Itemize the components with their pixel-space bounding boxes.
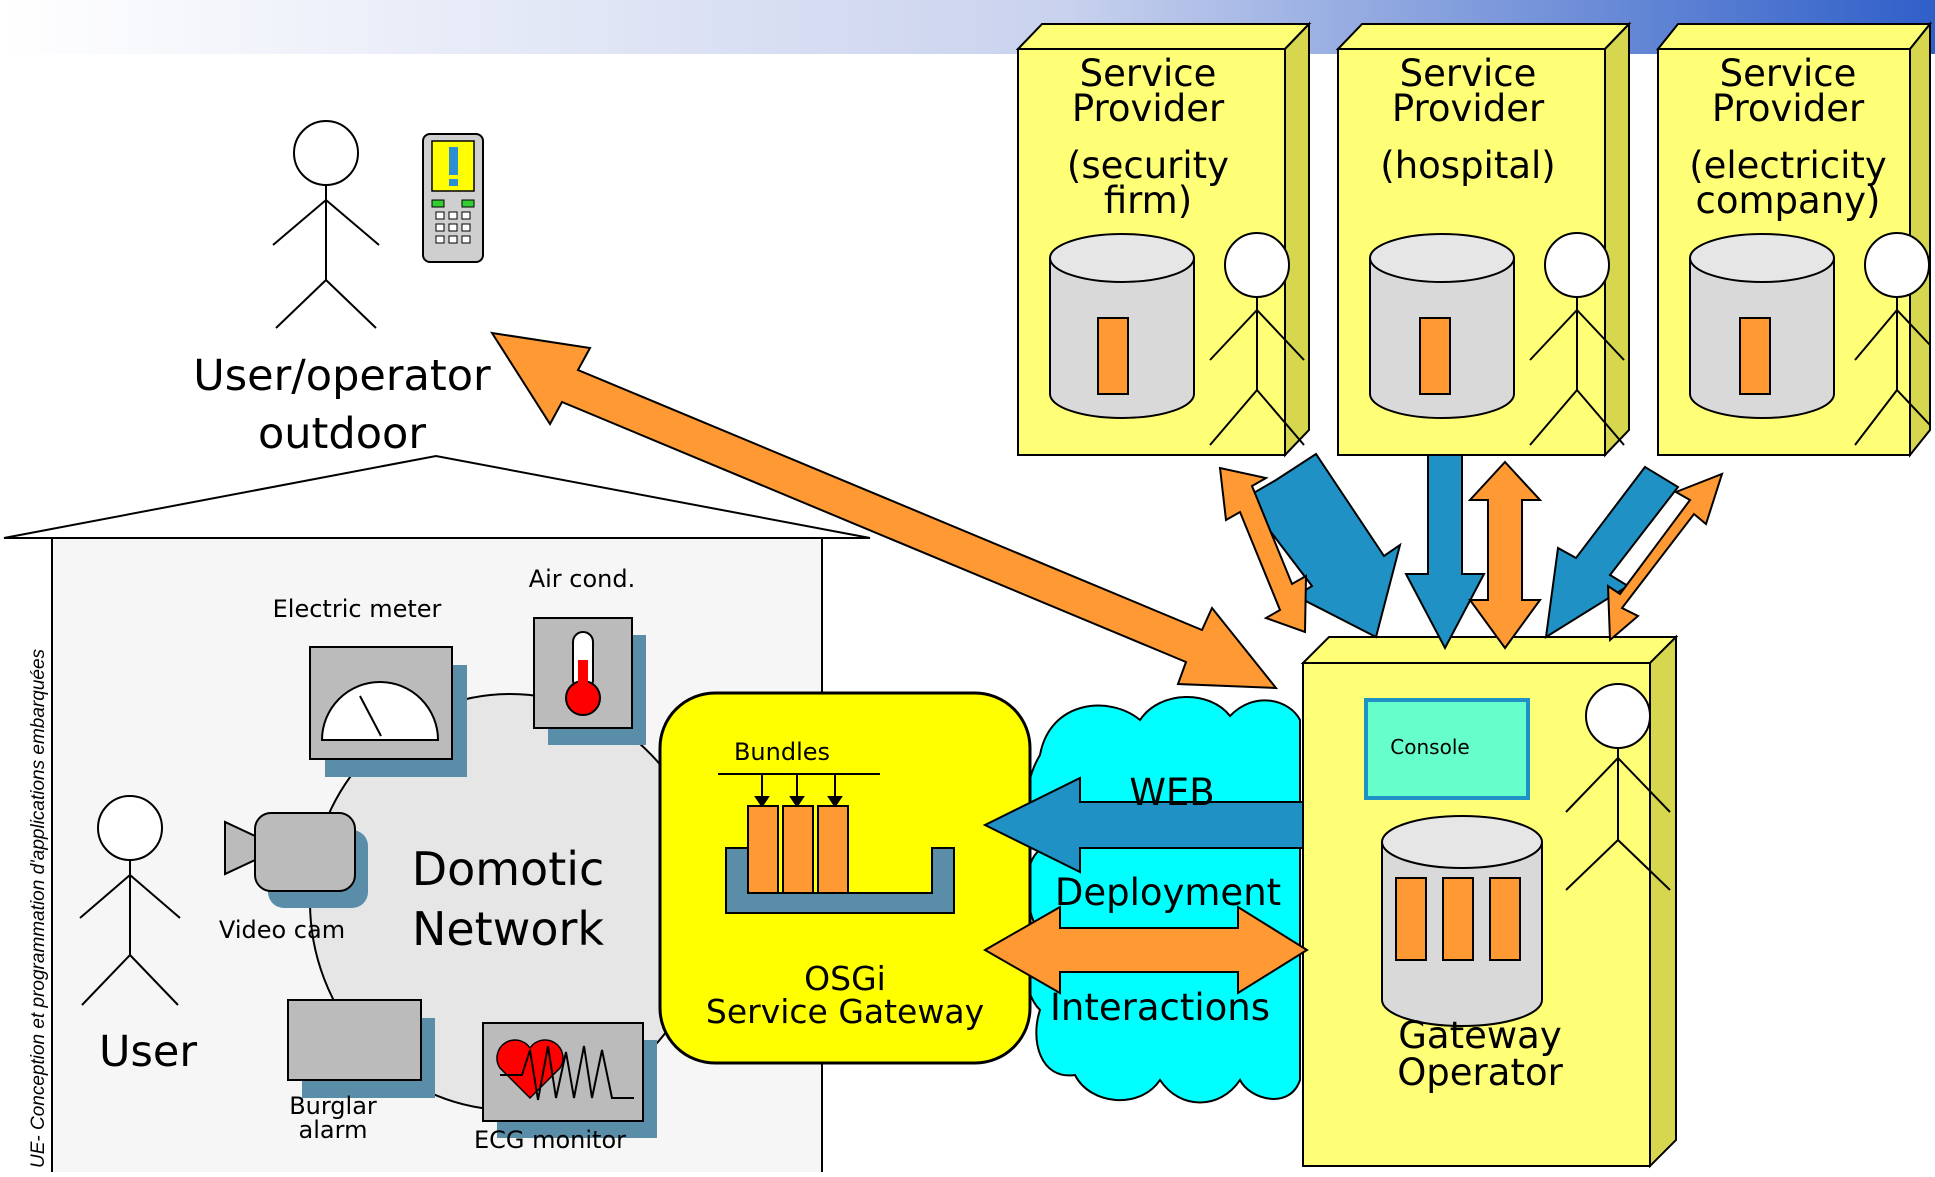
provider-title-line2: Provider bbox=[1392, 87, 1545, 130]
domotic-network-label-1: Domotic bbox=[412, 842, 605, 896]
web-label: WEB bbox=[1129, 771, 1214, 814]
database-icon bbox=[1049, 233, 1195, 419]
provider-title-line1: Service bbox=[1080, 52, 1217, 95]
provider1-gateway-double-arrow bbox=[1218, 466, 1308, 634]
mobile-phone-icon bbox=[422, 133, 484, 263]
console-panel bbox=[1364, 698, 1530, 800]
home-user-label: User bbox=[99, 1027, 197, 1077]
domotic-network-label-2: Network bbox=[412, 902, 604, 956]
osgi-label-2: Service Gateway bbox=[706, 992, 984, 1031]
outdoor-user-label-1: User/operator bbox=[193, 351, 491, 401]
provider-subtitle-line2: firm) bbox=[1104, 179, 1192, 222]
database-icon bbox=[1381, 815, 1543, 1027]
interactions-label: Interactions bbox=[1050, 986, 1270, 1029]
burglar-alarm-label-1: Burglar bbox=[289, 1092, 377, 1120]
provider3-to-gateway-arrow bbox=[1544, 465, 1680, 639]
interactions-double-arrow bbox=[982, 905, 1309, 995]
provider2-gateway-double-arrow bbox=[1467, 460, 1543, 650]
video-cam-label: Video cam bbox=[219, 916, 345, 944]
top-banner bbox=[0, 0, 1935, 54]
provider-title-line1: Service bbox=[1720, 52, 1857, 95]
database-icon bbox=[1689, 233, 1835, 419]
provider-person-icon bbox=[1209, 232, 1305, 446]
database-icon bbox=[1369, 233, 1515, 419]
provider-person-icon bbox=[1854, 232, 1931, 446]
ecg-monitor-icon bbox=[482, 1022, 657, 1138]
provider-title-line2: Provider bbox=[1712, 87, 1865, 130]
provider-person-icon bbox=[1529, 232, 1625, 446]
provider-title-line2: Provider bbox=[1072, 87, 1225, 130]
osgi-label-1: OSGi bbox=[804, 959, 886, 998]
service-provider-electricity: Service Provider (electricity company) bbox=[1655, 21, 1933, 458]
outdoor-user-icon bbox=[272, 120, 380, 329]
service-provider-security: Service Provider (security firm) bbox=[1015, 21, 1312, 458]
provider3-gateway-double-arrow bbox=[1606, 472, 1724, 643]
home-user-icon bbox=[79, 795, 181, 1006]
provider-subtitle-line1: (security bbox=[1067, 144, 1229, 187]
deployment-label: Deployment bbox=[1055, 871, 1281, 914]
outdoor-user-label-2: outdoor bbox=[258, 409, 426, 459]
burglar-alarm-label-2: alarm bbox=[299, 1116, 368, 1144]
electric-meter-icon bbox=[309, 646, 467, 777]
video-cam-icon bbox=[224, 812, 368, 908]
provider-subtitle-line1: (hospital) bbox=[1380, 144, 1555, 187]
gateway-operator-label-1: Gateway bbox=[1398, 1014, 1561, 1057]
air-conditioner-icon bbox=[533, 617, 646, 745]
provider2-to-gateway-arrow bbox=[1404, 454, 1486, 651]
provider-subtitle-line2: company) bbox=[1696, 179, 1881, 222]
service-provider-hospital: Service Provider (hospital) bbox=[1335, 21, 1632, 458]
gateway-operator-label-2: Operator bbox=[1397, 1051, 1563, 1094]
side-label: UE- Conception et programmation d'applic… bbox=[28, 648, 49, 1168]
operator-person-icon bbox=[1565, 683, 1671, 891]
provider-subtitle-line1: (electricity bbox=[1689, 144, 1887, 187]
burglar-alarm-icon bbox=[287, 999, 435, 1098]
web-arrow bbox=[982, 776, 1304, 874]
osgi-service-gateway: Bundles OSGi Service Gateway bbox=[658, 691, 1032, 1065]
outdoor-gateway-arrow bbox=[489, 331, 1279, 690]
bundles-label: Bundles bbox=[734, 738, 830, 766]
electric-meter-label: Electric meter bbox=[273, 595, 442, 623]
air-cond-label: Air cond. bbox=[529, 565, 636, 593]
gateway-operator: Console Gateway Operator bbox=[1300, 634, 1679, 1169]
bundle-blocks bbox=[747, 805, 849, 894]
console-label: Console bbox=[1390, 735, 1469, 759]
provider-title-line1: Service bbox=[1400, 52, 1537, 95]
ecg-monitor-label: ECG monitor bbox=[474, 1126, 626, 1154]
